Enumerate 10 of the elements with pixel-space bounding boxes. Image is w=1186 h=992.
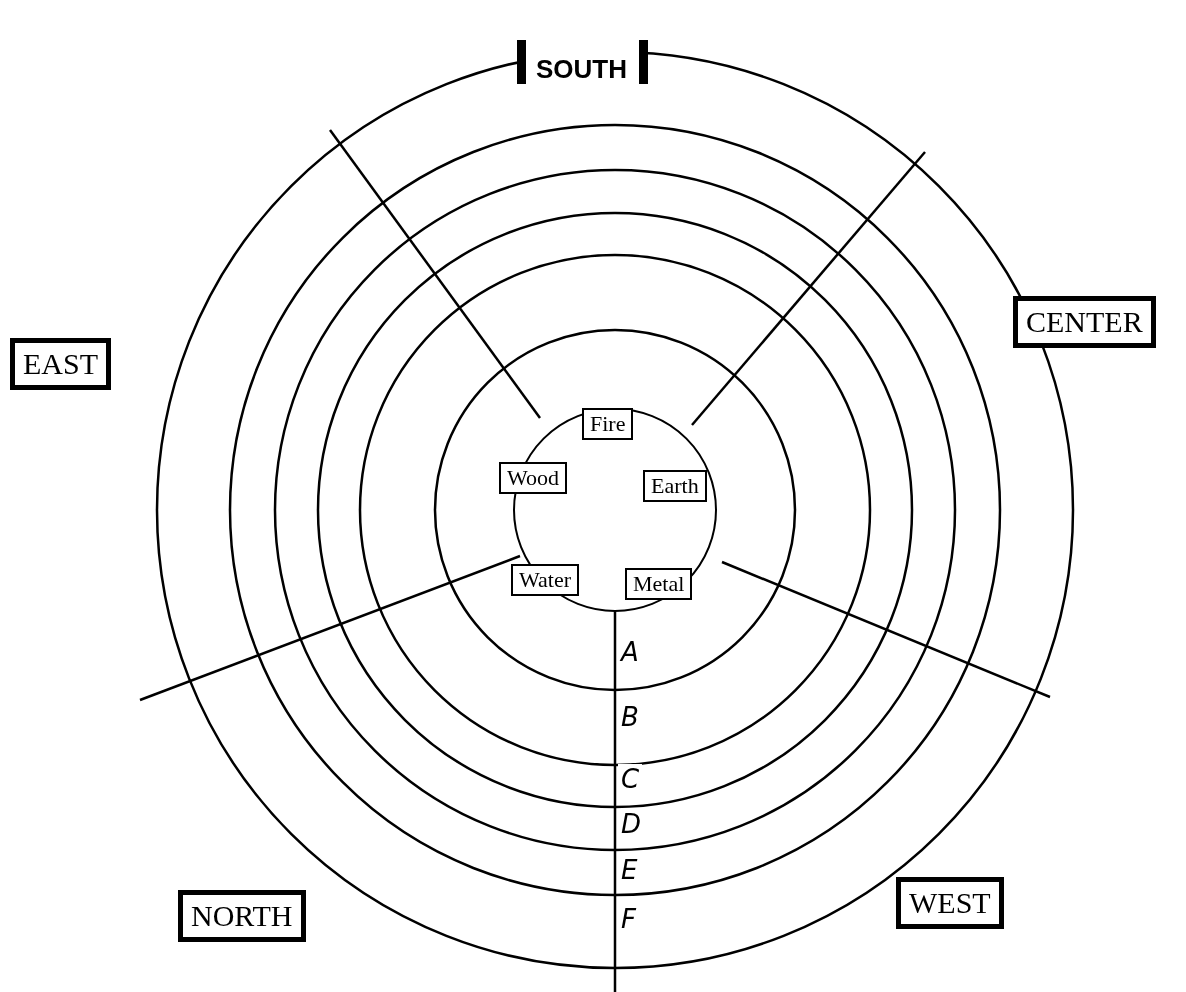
element-label: Metal bbox=[625, 568, 693, 600]
direction-label: CENTER bbox=[1013, 296, 1156, 348]
element-label: Earth bbox=[643, 470, 707, 502]
direction-label: SOUTH bbox=[517, 40, 648, 84]
direction-label: NORTH bbox=[178, 890, 306, 942]
direction-label: WEST bbox=[896, 877, 1004, 929]
direction-label: EAST bbox=[10, 338, 111, 390]
element-label: Wood bbox=[499, 462, 567, 494]
element-label: Fire bbox=[582, 408, 634, 440]
element-label: Water bbox=[511, 564, 579, 596]
